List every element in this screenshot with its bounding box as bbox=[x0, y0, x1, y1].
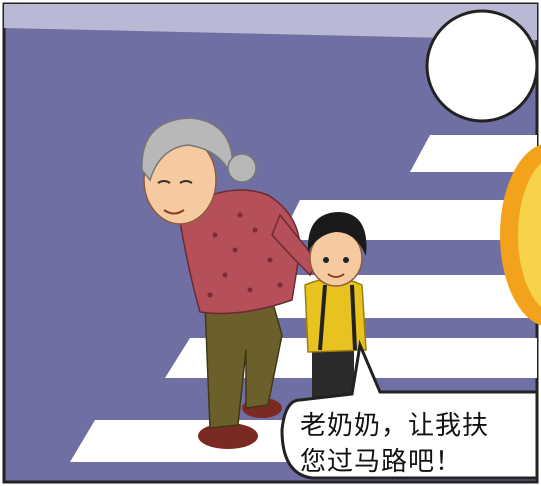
grandma-hair-bun bbox=[227, 153, 257, 183]
speech-bubble-text: 老奶奶，让我扶 您过马路吧！ bbox=[300, 408, 530, 480]
grandma-blouse bbox=[177, 189, 301, 315]
grandma-pants bbox=[204, 299, 283, 429]
grandma-shoe bbox=[198, 423, 258, 449]
boy-hair bbox=[307, 212, 367, 256]
speech-line-2: 您过马路吧！ bbox=[300, 447, 463, 477]
thought-circle bbox=[425, 9, 539, 123]
grandmother bbox=[141, 117, 319, 449]
sidewalk-strip bbox=[4, 4, 537, 40]
speech-bubble bbox=[280, 339, 539, 480]
boy-pants bbox=[312, 345, 354, 400]
crosswalk-stripe bbox=[410, 135, 537, 172]
grandma-arm bbox=[271, 213, 319, 277]
traffic-sign-inner bbox=[518, 163, 541, 307]
boy bbox=[304, 212, 367, 400]
boy-shirt bbox=[304, 277, 367, 353]
speech-line-1: 老奶奶，让我扶 bbox=[300, 411, 490, 441]
